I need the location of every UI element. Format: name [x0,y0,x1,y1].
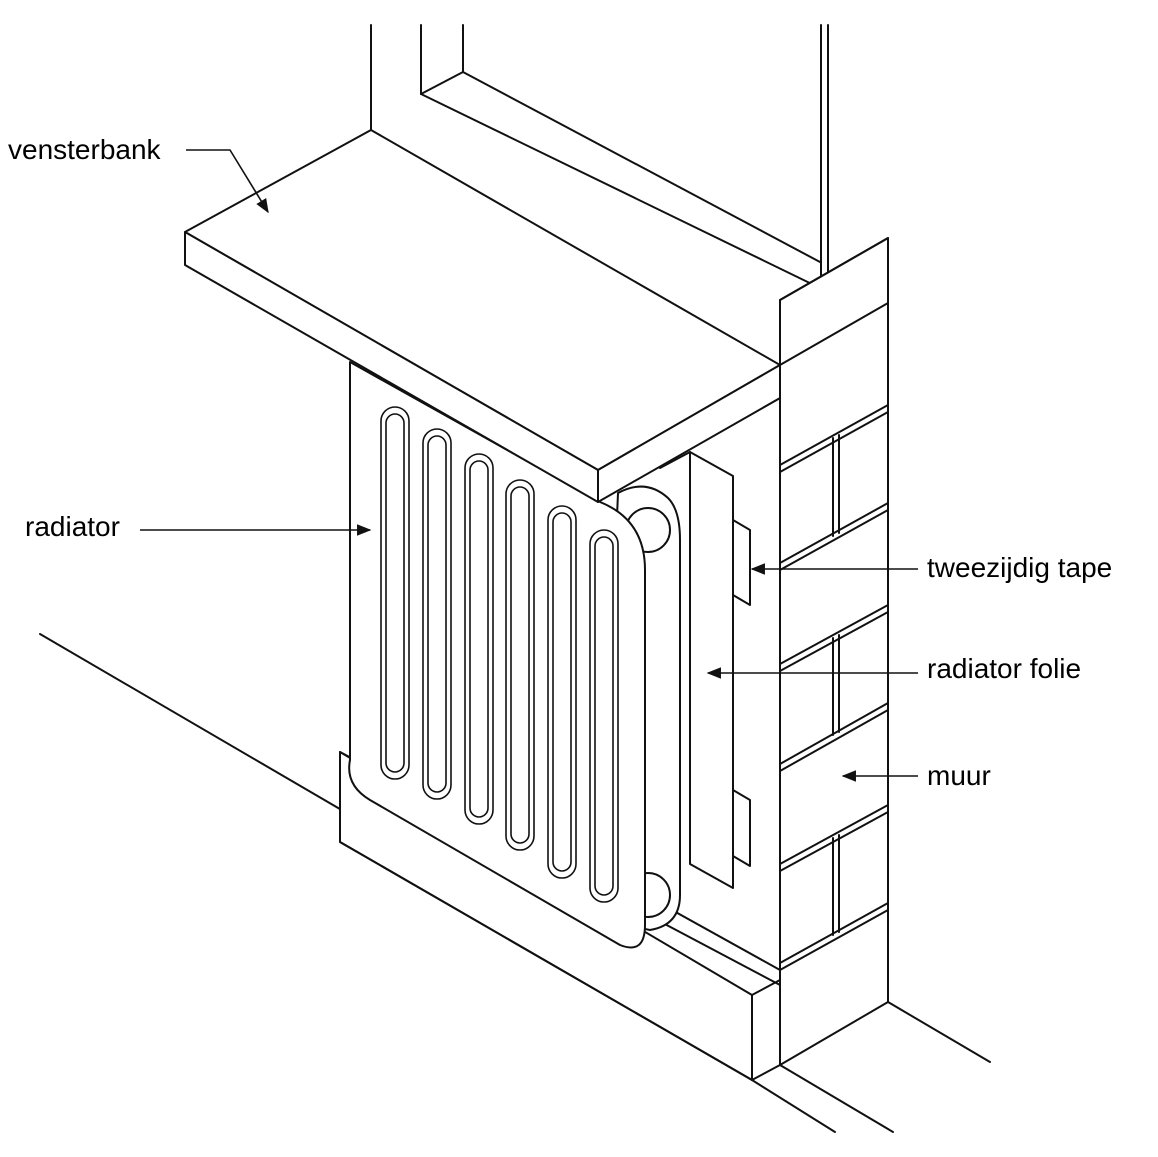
radiator [348,361,681,949]
double-sided-tape [732,519,751,867]
label-muur: muur [927,760,991,791]
floor [39,633,991,1133]
label-radiator-folie: radiator folie [927,653,1081,684]
wall [779,237,889,1066]
window-sill [184,129,889,503]
label-tweezijdig-tape: tweezijdig tape [927,552,1112,583]
label-vensterbank: vensterbank [8,134,162,165]
leader-lines [140,149,918,782]
vensterbank-leader [186,149,269,214]
label-radiator: radiator [25,511,120,542]
